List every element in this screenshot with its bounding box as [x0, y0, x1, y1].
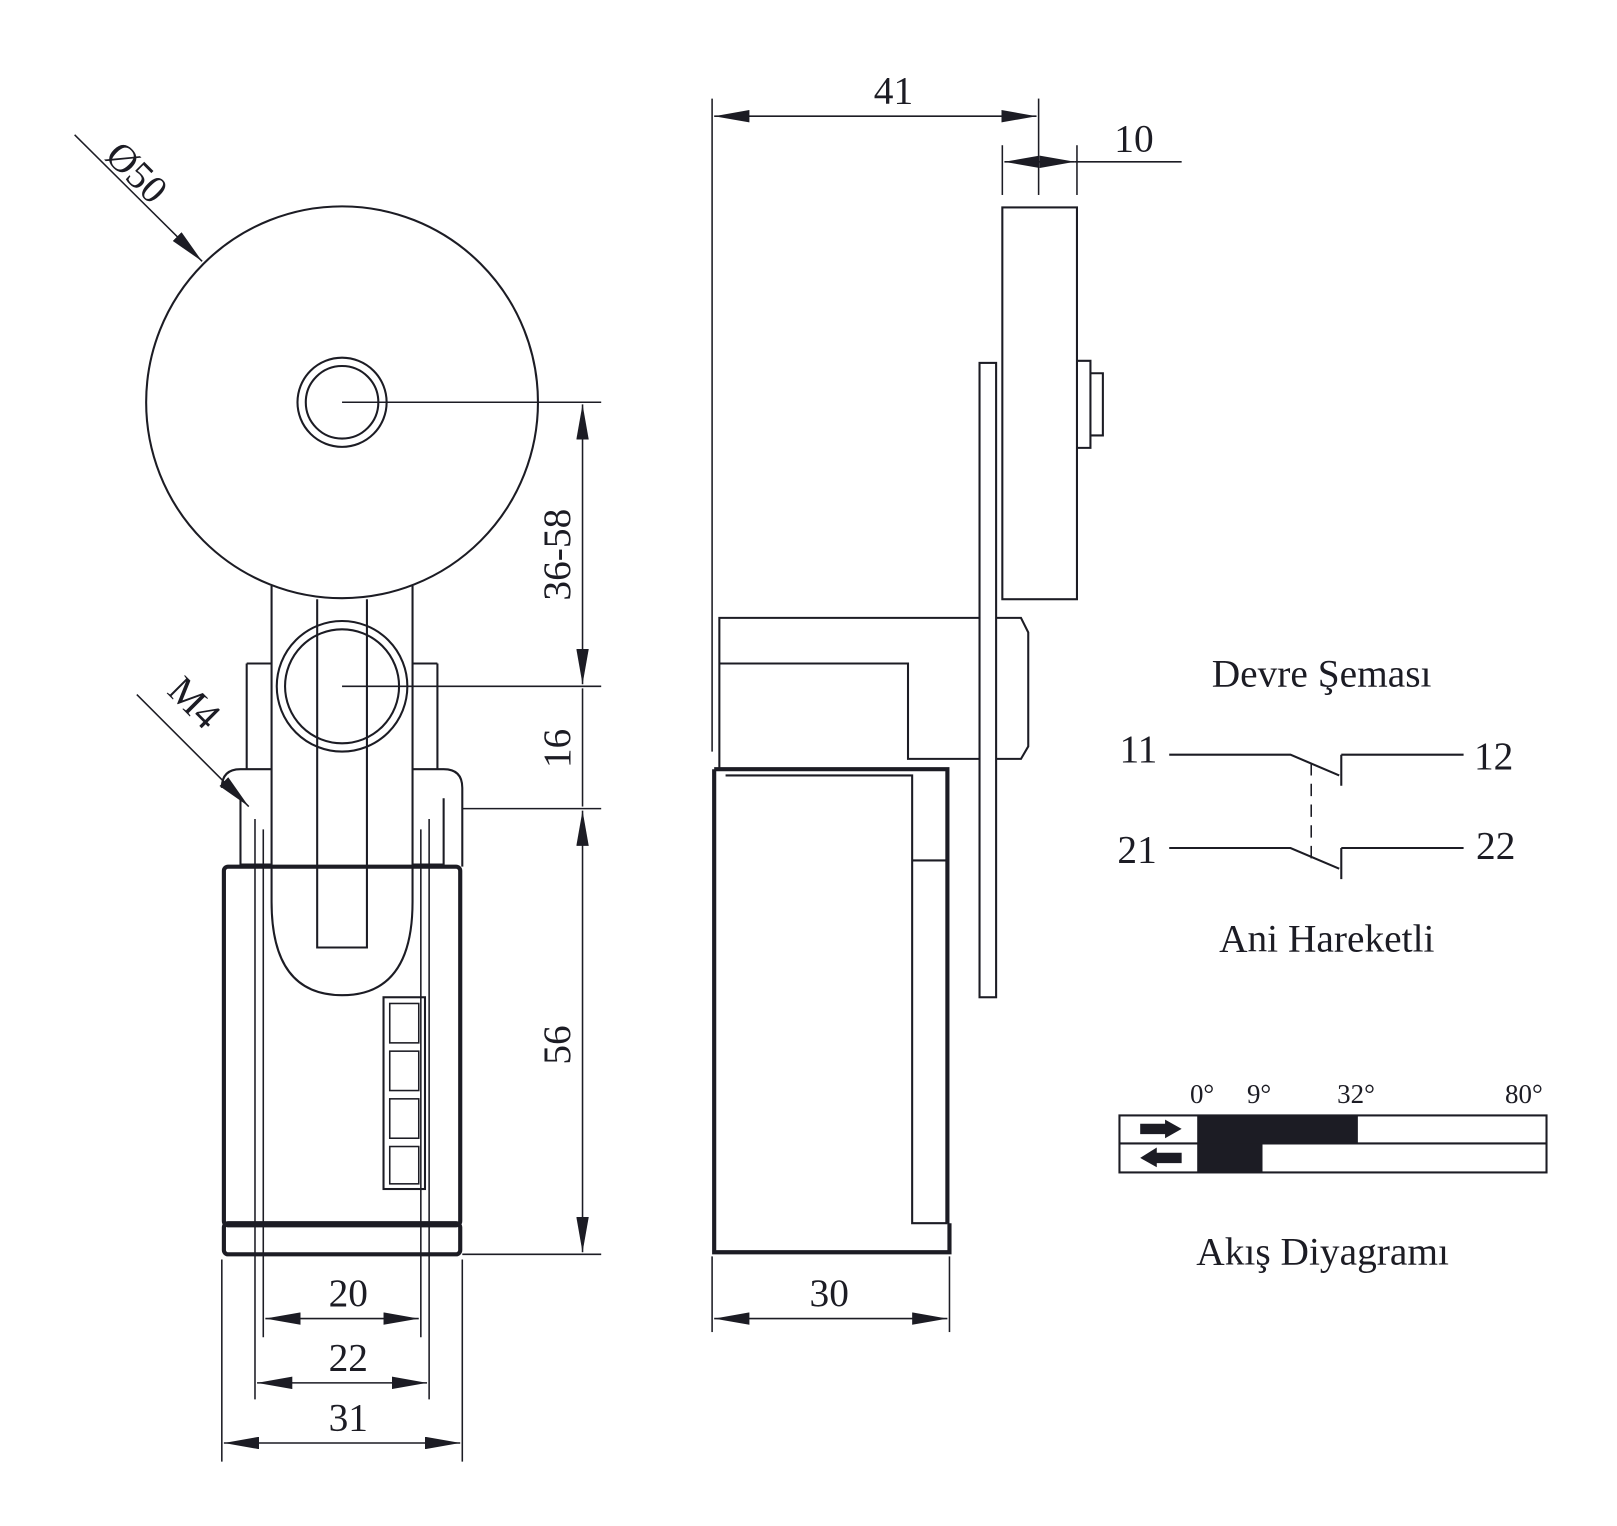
- dim-roller-diameter: Ø50: [97, 133, 176, 212]
- dim-overall-depth: 41: [874, 69, 913, 113]
- dim-roller-width: 10: [1114, 116, 1153, 160]
- return-arrow-icon: [1140, 1147, 1182, 1168]
- angle-9: 9°: [1247, 1079, 1271, 1109]
- side-view: 41 10 30: [711, 69, 1182, 1333]
- lever-arm: [270, 585, 414, 997]
- circuit-diagram: Devre Şeması 11 12 21 22 Ani Hareketli: [1117, 651, 1515, 960]
- dim-pivot-to-mount: 16: [535, 729, 579, 768]
- flow-diagram: 0° 9° 32° 80° Akış Diyagramı: [1118, 1079, 1548, 1274]
- terminal-22: 22: [1476, 823, 1515, 867]
- dim-lever-length: 36-58: [535, 509, 579, 601]
- emas-logo: [382, 996, 427, 1191]
- angle-32: 32°: [1337, 1079, 1375, 1109]
- circuit-title: Devre Şeması: [1212, 651, 1432, 695]
- dim-body-width: 31: [329, 1396, 368, 1440]
- return-closed-bar: [1198, 1143, 1263, 1173]
- forward-arrow-icon: [1140, 1119, 1182, 1139]
- circuit-subtitle: Ani Hareketli: [1219, 917, 1434, 961]
- flow-title: Akış Diyagramı: [1196, 1230, 1449, 1274]
- roller-side: [1001, 206, 1079, 601]
- lever-plate: [978, 361, 998, 999]
- dim-hole-spacing-inner: 20: [329, 1271, 368, 1315]
- angle-0: 0°: [1190, 1079, 1214, 1109]
- body-head: [220, 768, 464, 867]
- front-view: Ø50 M4 36-58 16 56 20 22 31: [74, 133, 602, 1462]
- forward-closed-bar: [1198, 1115, 1358, 1144]
- dim-hole-spacing-outer: 22: [329, 1335, 368, 1379]
- body-base: [221, 1221, 463, 1257]
- terminal-21: 21: [1117, 828, 1156, 872]
- side-body: [712, 767, 952, 1255]
- terminal-12: 12: [1474, 734, 1513, 778]
- dim-body-height: 56: [535, 1025, 579, 1064]
- angle-80: 80°: [1505, 1079, 1543, 1109]
- dim-body-depth: 30: [810, 1271, 849, 1315]
- terminal-11: 11: [1119, 727, 1157, 771]
